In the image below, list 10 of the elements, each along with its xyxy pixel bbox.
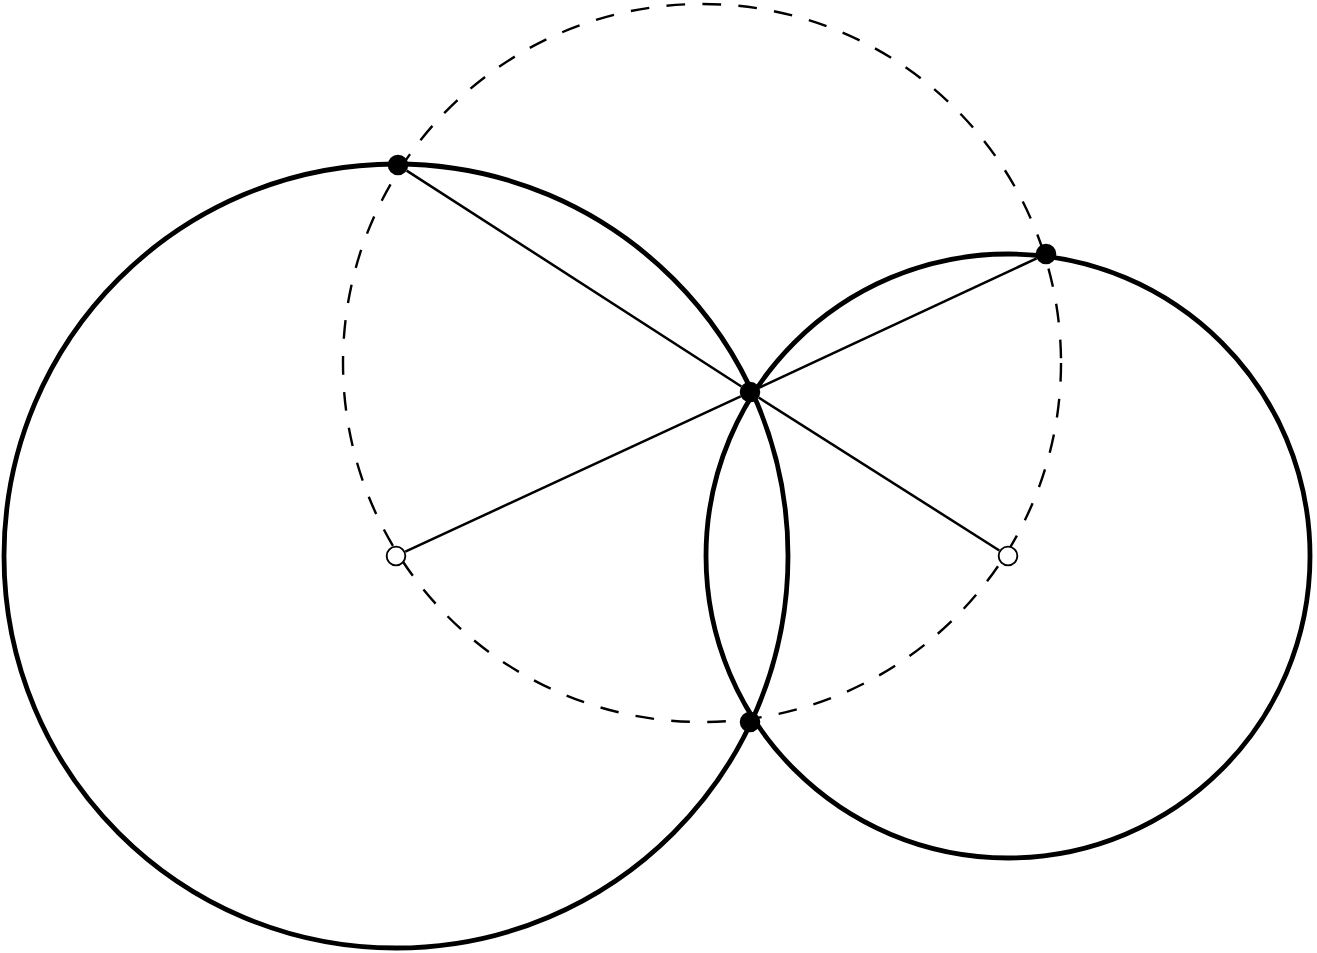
line	[758, 257, 1038, 389]
line	[758, 396, 1001, 552]
line	[405, 169, 743, 388]
point	[385, 545, 407, 567]
point	[1035, 243, 1057, 265]
line	[404, 395, 742, 553]
point	[997, 545, 1019, 567]
point	[739, 711, 761, 733]
point	[387, 154, 409, 176]
point	[739, 381, 761, 403]
